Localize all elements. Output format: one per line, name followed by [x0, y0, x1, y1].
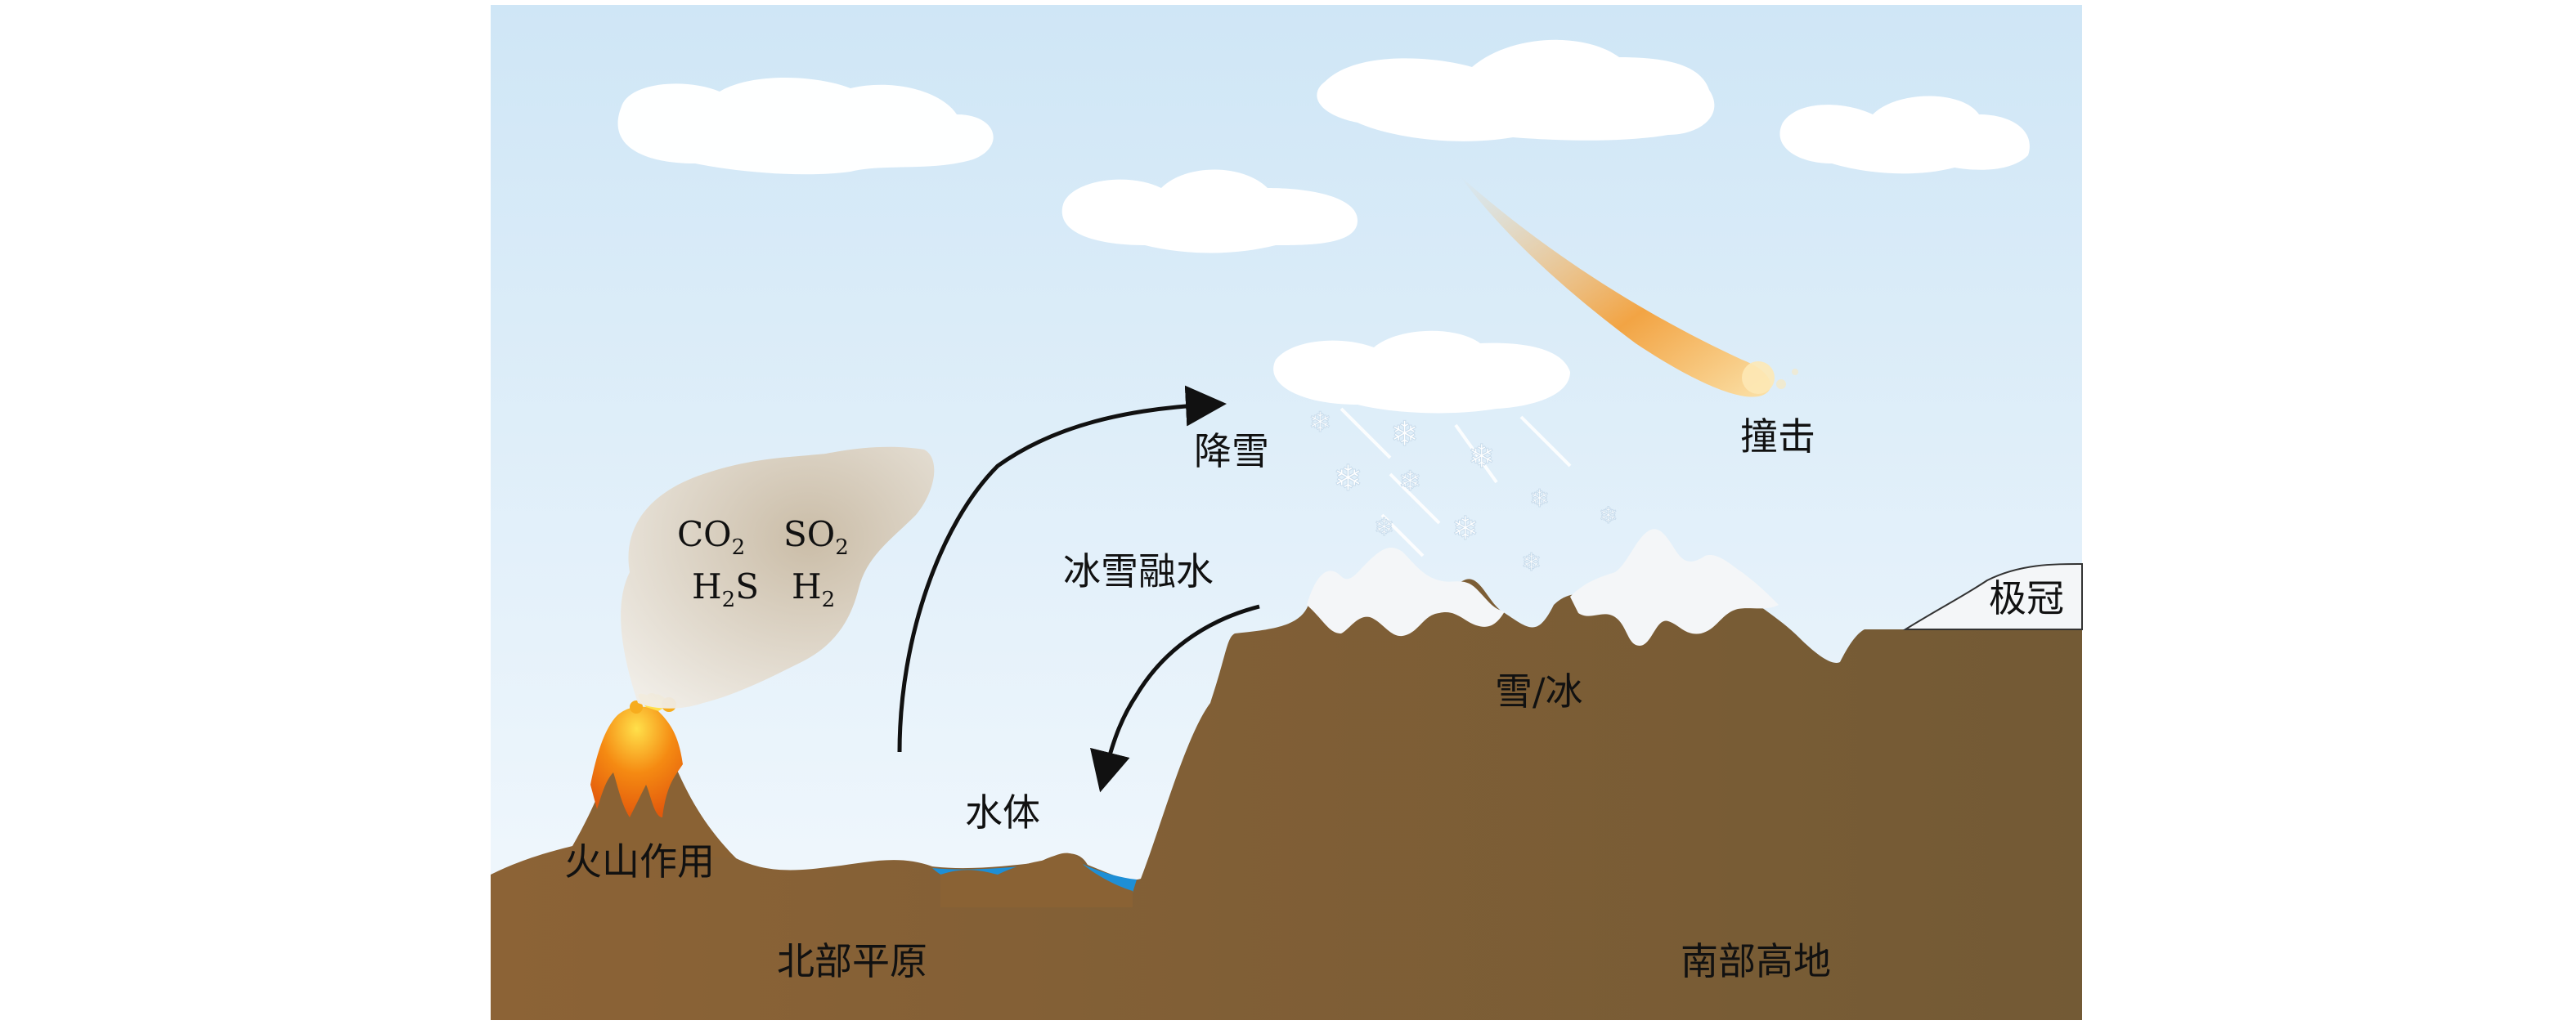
cloud-icon — [617, 78, 994, 175]
label-volcanism: 火山作用 — [564, 839, 715, 884]
cloud-icon — [1273, 330, 1570, 414]
svg-text:❄: ❄ — [1308, 406, 1332, 439]
cloud-icon — [1317, 39, 1715, 141]
label-h2s: H2S — [692, 566, 759, 612]
label-snow-ice: 雪/冰 — [1495, 669, 1583, 714]
label-northern-plains: 北部平原 — [777, 939, 927, 983]
label-southern-highlands: 南部高地 — [1681, 939, 1831, 983]
svg-text:❄: ❄ — [1333, 458, 1363, 499]
label-h2: H2 — [792, 566, 835, 612]
label-so2: SO2 — [783, 514, 849, 560]
label-co2: CO2 — [677, 514, 745, 560]
cloud-icon — [1061, 169, 1358, 253]
svg-text:❄: ❄ — [1521, 548, 1542, 577]
arrow-icon — [1090, 604, 1260, 793]
svg-text:❄: ❄ — [1529, 485, 1550, 513]
gas-plume — [621, 446, 935, 709]
svg-text:❄: ❄ — [1599, 502, 1618, 529]
svg-text:❄: ❄ — [1452, 510, 1479, 548]
svg-text:❄: ❄ — [1390, 414, 1419, 454]
label-water-body: 水体 — [965, 790, 1040, 835]
label-snowfall: 降雪 — [1194, 429, 1269, 473]
polar-cap — [1902, 562, 2083, 630]
martian-surface — [491, 564, 2082, 1020]
meteor-icon — [1460, 176, 1798, 397]
water-hills — [940, 853, 1133, 907]
cloud-icon — [1779, 96, 2030, 174]
label-meltwater: 冰雪融水 — [1063, 549, 1214, 593]
arrow-icon — [897, 385, 1227, 753]
snowfall-streaks — [1340, 407, 1572, 557]
label-impact: 撞击 — [1740, 414, 1815, 459]
svg-text:❄: ❄ — [1374, 513, 1394, 542]
svg-text:❄: ❄ — [1468, 438, 1496, 476]
label-polar-cap: 极冠 — [1989, 576, 2064, 620]
snowflake-icon: ❄ ❄ ❄ ❄ ❄ ❄ ❄ ❄ ❄ ❄ — [1308, 406, 1618, 578]
svg-text:❄: ❄ — [1398, 465, 1422, 498]
snow-cap — [1307, 529, 1779, 646]
